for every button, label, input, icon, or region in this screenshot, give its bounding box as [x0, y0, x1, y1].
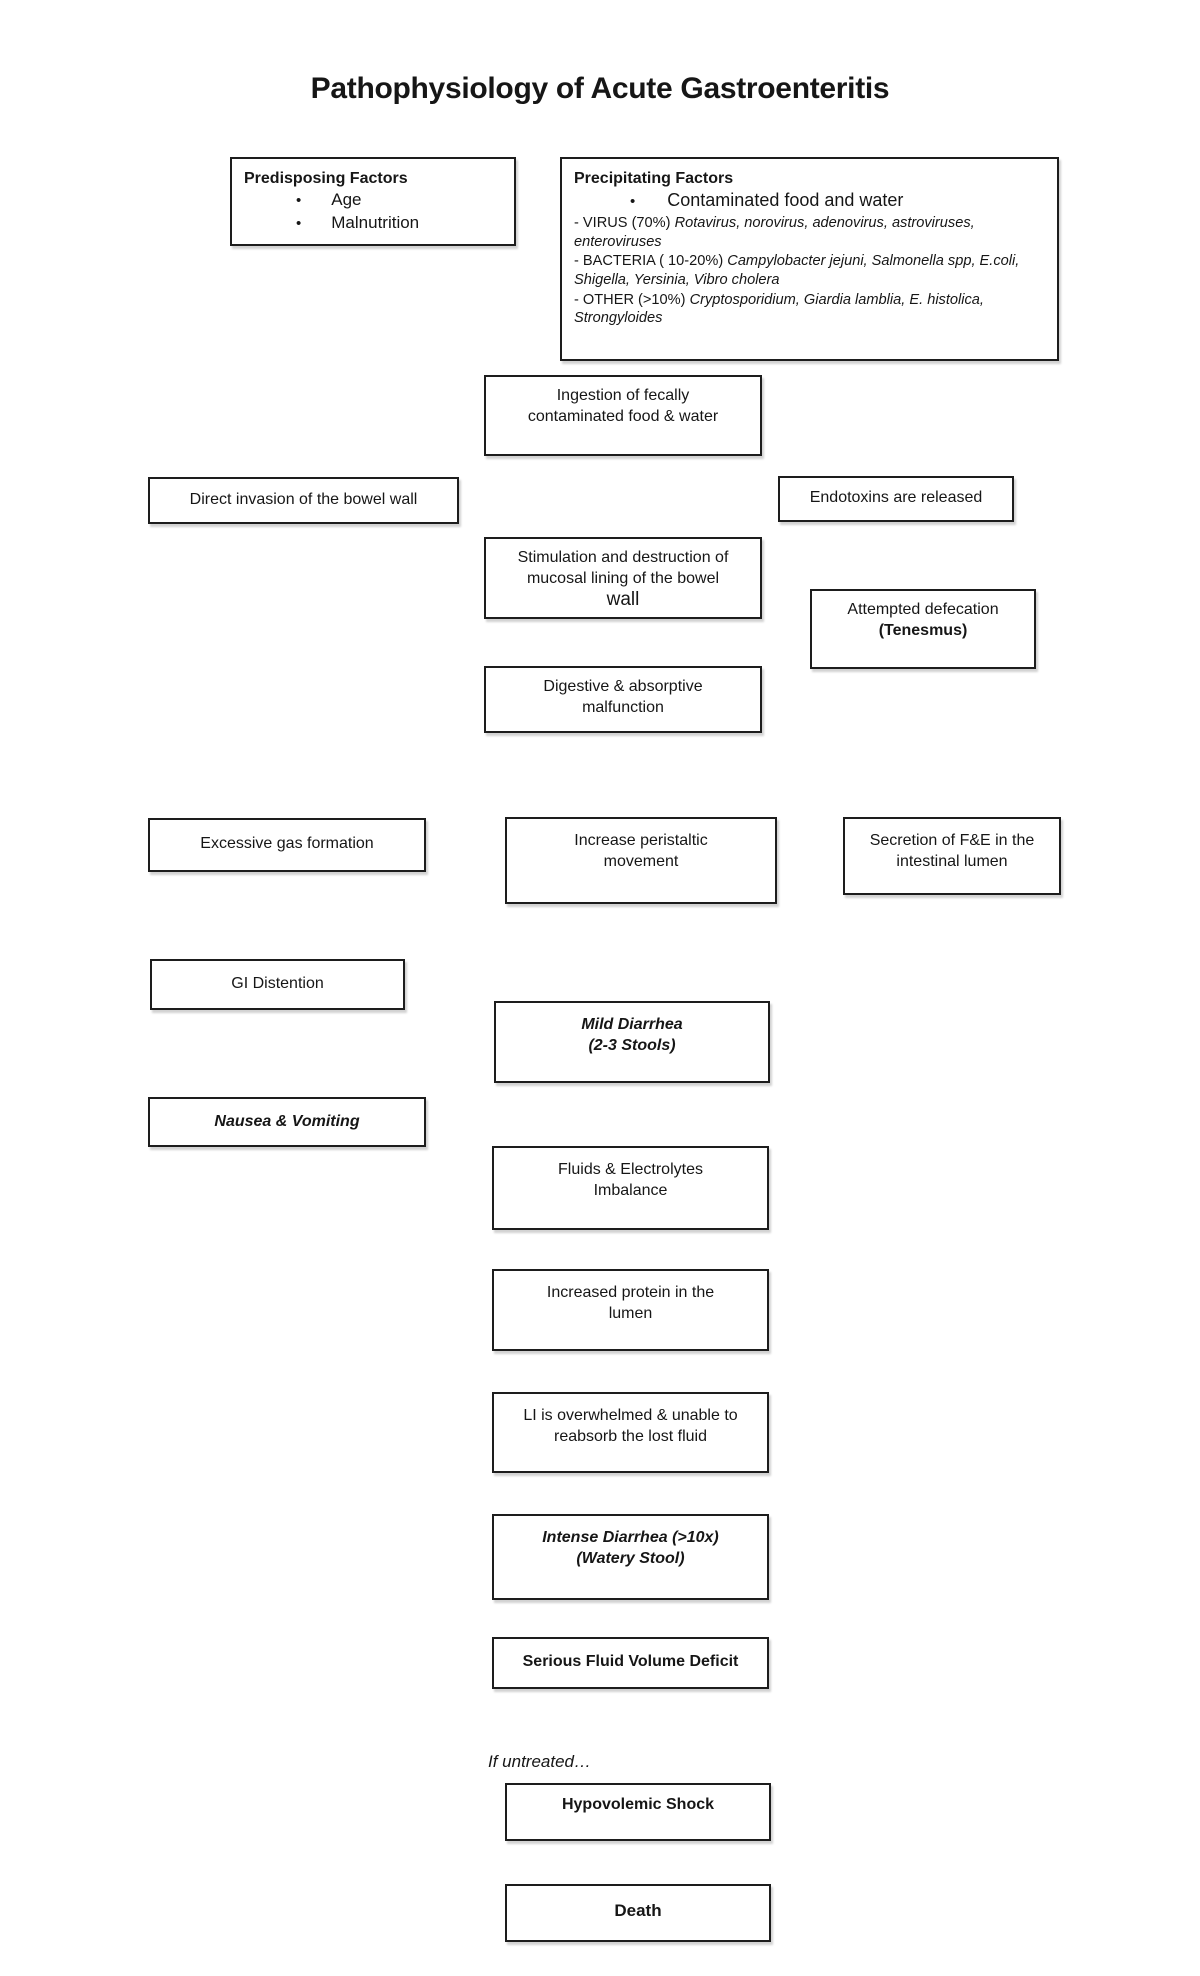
virus-line: - VIRUS (70%) Rotavirus, norovirus, aden… [574, 214, 1047, 251]
predisposing-item-malnutrition: • Malnutrition [244, 212, 504, 234]
bacteria-line: - BACTERIA ( 10-20%) Campylobacter jejun… [574, 252, 1047, 289]
virus-species: Rotavirus, norovirus, adenovirus, astrov… [574, 214, 975, 250]
box-increased-protein: Increased protein in the lumen [492, 1269, 769, 1351]
if-untreated-label: If untreated… [488, 1752, 592, 1771]
tenesmus-line1: Attempted defecation [847, 601, 999, 618]
bullet-icon: • [296, 192, 302, 210]
box-excessive-gas: Excessive gas formation [148, 818, 426, 872]
predisposing-item-label: Age [331, 190, 362, 210]
box-fluids-imbalance: Fluids & Electrolytes Imbalance [492, 1146, 769, 1230]
precipitating-heading: Precipitating Factors [574, 170, 734, 187]
other-line: - OTHER (>10%) Cryptosporidium, Giardia … [574, 291, 1047, 328]
box-predisposing-factors: Predisposing Factors • Age • Malnutritio… [230, 157, 516, 246]
box-secretion-fe: Secretion of F&E in the intestinal lumen [843, 817, 1061, 895]
box-endotoxins: Endotoxins are released [778, 476, 1014, 522]
box-nausea-vomiting: Nausea & Vomiting [148, 1097, 426, 1147]
other-prefix: - OTHER (>10%) [574, 291, 690, 308]
box-intense-diarrhea: Intense Diarrhea (>10x) (Watery Stool) [492, 1514, 769, 1600]
box-precipitating-factors: Precipitating Factors • Contaminated foo… [560, 157, 1059, 361]
tenesmus-line2: (Tenesmus) [878, 622, 968, 640]
box-digestive-malfunction: Digestive & absorptive malfunction [484, 666, 762, 733]
bacteria-prefix: - BACTERIA ( 10-20%) [574, 253, 728, 270]
box-direct-invasion: Direct invasion of the bowel wall [148, 477, 459, 524]
box-hypovolemic-shock: Hypovolemic Shock [505, 1783, 771, 1841]
box-li-overwhelmed: LI is overwhelmed & unable to reabsorb t… [492, 1392, 769, 1473]
box-death: Death [505, 1884, 771, 1942]
other-species: Cryptosporidium, Giardia lamblia, E. his… [574, 291, 984, 327]
bullet-icon: • [296, 214, 302, 232]
box-ingestion: Ingestion of fecally contaminated food &… [484, 375, 762, 456]
predisposing-heading: Predisposing Factors [244, 170, 408, 187]
bullet-icon: • [630, 193, 636, 211]
stimulation-wall-text: wall [606, 589, 640, 611]
stimulation-text: Stimulation and destruction of mucosal l… [517, 549, 729, 588]
precipitating-item-contaminated: • Contaminated food and water [574, 189, 1047, 213]
box-peristaltic: Increase peristaltic movement [505, 817, 777, 904]
page-title: Pathophysiology of Acute Gastroenteritis [310, 72, 890, 105]
predisposing-item-label: Malnutrition [331, 212, 420, 232]
virus-prefix: - VIRUS (70%) [574, 214, 675, 231]
box-mild-diarrhea: Mild Diarrhea (2-3 Stools) [494, 1001, 770, 1083]
box-tenesmus: Attempted defecation (Tenesmus) [810, 589, 1036, 669]
box-gi-distention: GI Distention [150, 959, 405, 1010]
predisposing-item-age: • Age [244, 189, 504, 211]
box-stimulation: Stimulation and destruction of mucosal l… [484, 537, 762, 619]
box-serious-deficit: Serious Fluid Volume Deficit [492, 1637, 769, 1689]
precipitating-item-label: Contaminated food and water [667, 190, 904, 211]
bacteria-species: Campylobacter jejuni, Salmonella spp, E.… [574, 253, 1020, 288]
